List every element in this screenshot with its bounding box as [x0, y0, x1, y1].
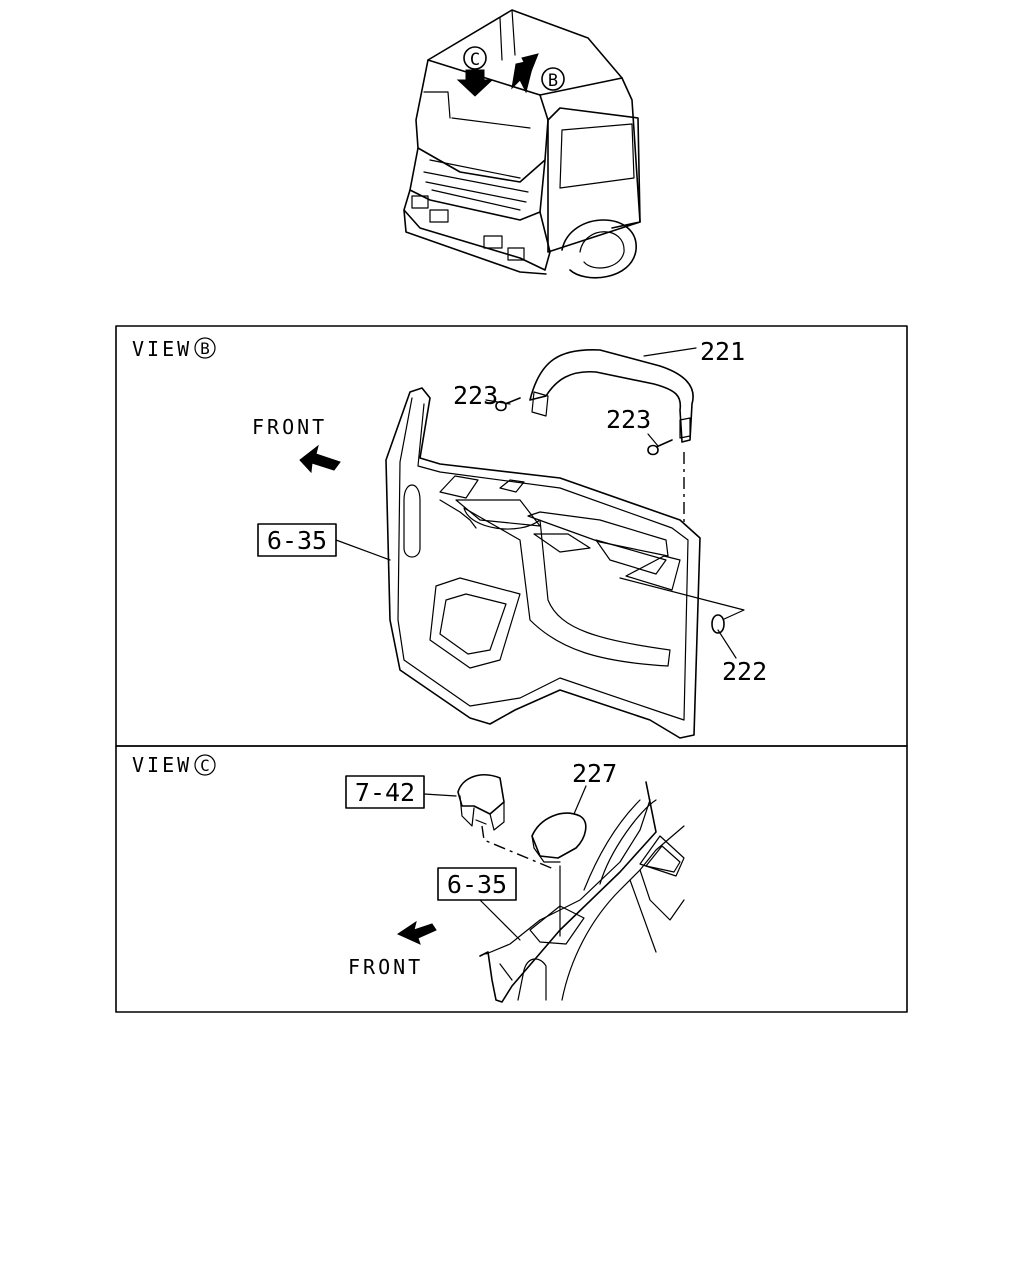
truck-cab-overview: C B — [403, 9, 641, 279]
view-b-front-arrow — [299, 444, 341, 474]
view-b-title: VIEW — [132, 337, 192, 361]
view-c-front-label: FRONT — [348, 955, 423, 979]
cap-7-42: 7-42 — [345, 774, 505, 831]
view-c-panel: VIEW C FRONT 7-42 227 — [115, 745, 908, 1013]
callout-221: 221 — [700, 337, 745, 366]
view-b-arrow: B — [511, 53, 565, 94]
clip-222: 222 — [619, 577, 767, 686]
view-b-letter: B — [548, 71, 558, 91]
view-b-panel: VIEW B FRONT — [115, 325, 908, 747]
callout-227: 227 — [572, 759, 617, 788]
view-c-title: VIEW — [132, 753, 192, 777]
door-trim-panel — [385, 387, 701, 739]
view-b-title-letter: B — [200, 339, 210, 358]
view-c-arrow: C — [456, 46, 494, 97]
door-edge-structure — [479, 781, 685, 1003]
screw-223-left: 223 — [453, 381, 521, 412]
ref-label-6-35-view-c: 6-35 — [447, 870, 507, 899]
ref-label-6-35-view-b: 6-35 — [267, 526, 327, 555]
ref-box-6-35-view-b: 6-35 — [257, 523, 391, 561]
view-c-letter: C — [470, 50, 480, 70]
assist-grip-221: 221 — [529, 337, 745, 443]
ref-label-7-42: 7-42 — [355, 778, 415, 807]
pad-227: 227 — [531, 759, 617, 863]
callout-222: 222 — [722, 657, 767, 686]
screw-223-right: 223 — [606, 405, 673, 456]
view-c-front-arrow — [396, 920, 437, 945]
ref-box-6-35-view-c: 6-35 — [437, 867, 521, 941]
callout-223-left: 223 — [453, 381, 498, 410]
view-b-front-label: FRONT — [252, 415, 327, 439]
view-c-title-letter: C — [200, 756, 210, 775]
callout-223-right: 223 — [606, 405, 651, 434]
